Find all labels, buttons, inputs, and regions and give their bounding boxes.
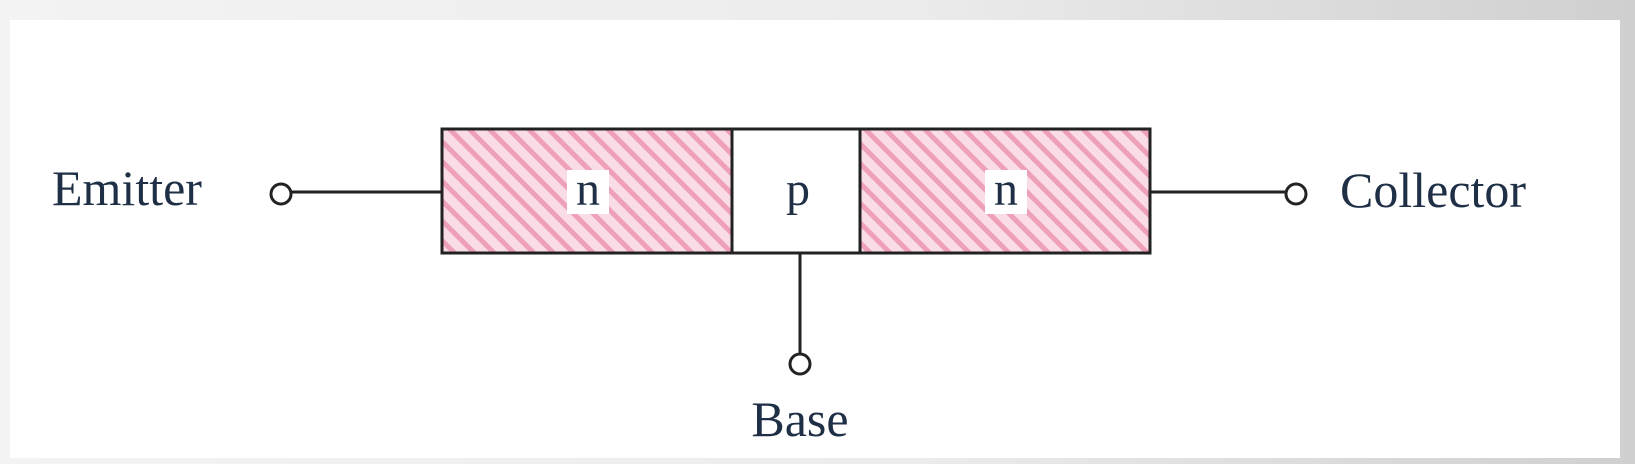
collector-label: Collector [1340, 162, 1526, 218]
base-region-label: p [786, 163, 810, 216]
collector-n-region [858, 127, 1152, 255]
collector-terminal [1150, 182, 1308, 206]
base-terminal [788, 253, 812, 376]
emitter-label: Emitter [52, 160, 202, 216]
emitter-region-label: n [576, 163, 600, 216]
emitter-terminal-node [269, 182, 293, 206]
semiconductor-body [440, 127, 1152, 255]
base-terminal-node [788, 352, 812, 376]
emitter-region-label-bg [567, 170, 609, 214]
emitter-terminal [269, 182, 442, 206]
collector-region-label: n [994, 163, 1018, 216]
base-label: Base [751, 391, 848, 447]
collector-region-label-bg [985, 170, 1027, 214]
base-p-region [730, 127, 862, 255]
collector-terminal-node [1284, 182, 1308, 206]
